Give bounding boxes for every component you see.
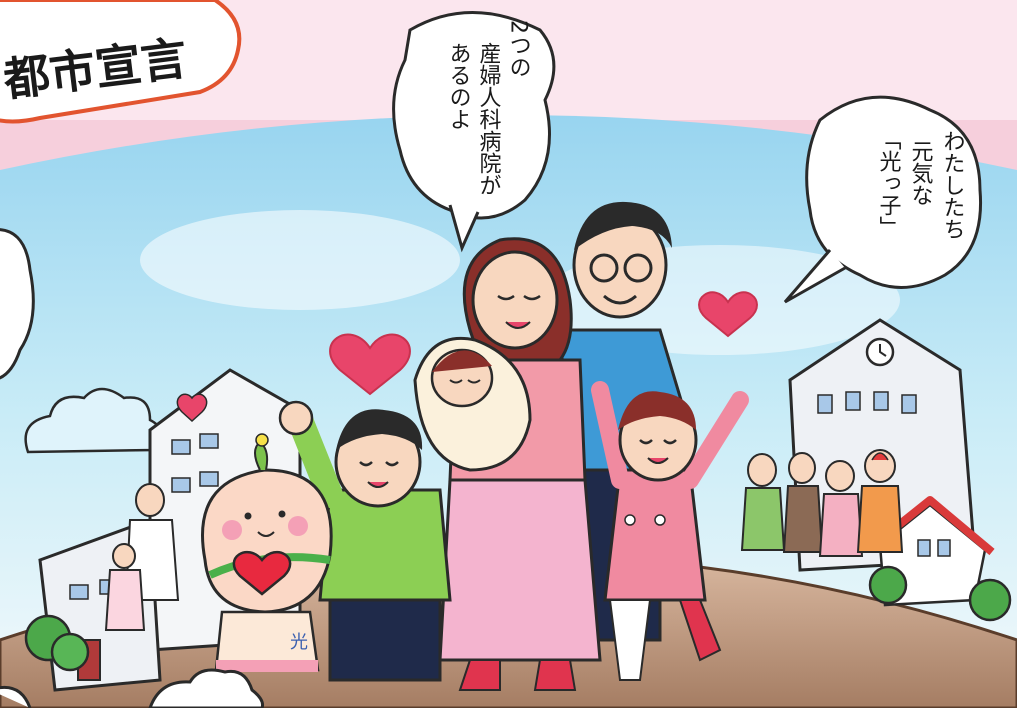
tree-icon [24,614,90,672]
girl [591,381,749,681]
speech-center-line-2: 産婦人科病院が [476,42,502,196]
speech-right-line-3: 「光っ子」 [876,128,902,238]
mascot: 光 [201,433,333,672]
doctor-nurse [104,483,180,631]
speech-bubble-bottom [148,668,264,708]
elderly-group [740,449,904,557]
boy [278,400,452,682]
speech-right-line-2: 元気な [908,140,934,206]
heart-icon [329,333,411,396]
speech-right-line-1: わたしたち [940,130,965,240]
speech-bubble-center: 2つの 産婦人科病院が あるのよ [392,11,556,253]
mascot-sash-text: 光 [290,632,308,653]
baby [413,336,532,472]
speech-bubble-left [0,228,35,380]
heart-icon [698,291,758,338]
speech-bubble-bottom-left [0,685,32,708]
heart-icon [176,393,208,423]
speech-center-line-1: 2つの [506,20,531,78]
heart-icon [232,550,292,596]
clock-icon [865,337,895,367]
speech-bubble-right: わたしたち 元気な 「光っ子」 [783,95,983,304]
tree-icon [868,565,1012,622]
speech-center-line-3: あるのよ [446,42,471,130]
title-banner: 都市宣言 [0,0,242,124]
